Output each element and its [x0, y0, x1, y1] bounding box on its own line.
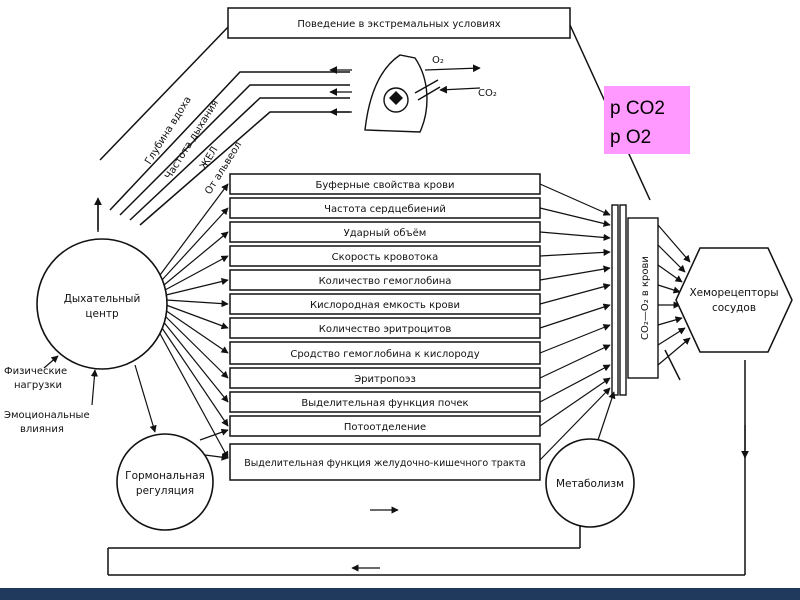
metabolism-label: Метаболизм — [556, 478, 624, 490]
factor-text-4: Скорость кровотока — [332, 252, 439, 263]
blood-gas-column — [611, 204, 659, 396]
factor-box-12 — [229, 443, 541, 481]
factor-text-5: Количество гемоглобина — [319, 276, 452, 287]
bottom-bar — [0, 588, 800, 600]
o2-label: O₂ — [432, 55, 444, 66]
lung-parameter-arrows — [109, 71, 350, 226]
hormonal-line1: Гормональная — [125, 470, 205, 482]
emotional-line2: влияния — [20, 424, 64, 435]
chemoreceptor-line1: Хеморецепторы — [689, 287, 778, 299]
respiratory-center-line2: центр — [85, 308, 119, 320]
factor-text-9: Эритропоэз — [354, 374, 416, 385]
factor-text-6: Кислородная емкость крови — [310, 300, 460, 311]
factor-text-8: Сродство гемоглобина к кислороду — [290, 349, 479, 360]
chemoreceptor-line2: сосудов — [712, 302, 756, 314]
factor-boxes — [229, 173, 541, 481]
box-to-blood-arrows — [539, 183, 611, 461]
pink-note-line1: p CO2 — [610, 98, 665, 119]
co2-label: CO₂ — [478, 88, 497, 99]
factor-text-3: Ударный объём — [344, 228, 427, 239]
physical-load-line2: нагрузки — [14, 380, 62, 391]
feedback-frame — [97, 24, 746, 576]
respiratory-center-line1: Дыхательный — [64, 293, 141, 305]
hormonal-regulation-circle — [116, 433, 214, 531]
factor-text-1: Буферные свойства крови — [315, 180, 454, 191]
title-box-text: Поведение в экстремальных условиях — [297, 19, 500, 30]
title-box — [227, 7, 571, 39]
factor-text-10: Выделительная функция почек — [301, 398, 468, 409]
hormonal-line2: регуляция — [136, 485, 194, 497]
emotional-line1: Эмоциональные — [4, 410, 90, 421]
factor-text-2: Частота сердцебиений — [324, 204, 446, 215]
pink-note — [604, 86, 690, 154]
blood-gas-label: CO₂—O₂ в крови — [640, 256, 651, 340]
chemoreceptor-hexagon — [675, 247, 793, 353]
factor-text-11: Потоотделение — [344, 422, 426, 433]
physical-load-line1: Физические — [4, 366, 67, 377]
lung-arrow-label-2: Частота дыхания — [163, 98, 221, 181]
lung-icon — [364, 54, 441, 133]
factor-text-12: Выделительная функция желудочно-кишечног… — [244, 458, 526, 469]
center-to-box-arrows — [157, 183, 229, 459]
blood-to-chemoreceptor-arrows — [657, 224, 691, 366]
pink-note-line2: p O2 — [610, 127, 651, 148]
metabolism-circle — [545, 438, 635, 528]
factor-text-7: Количество эритроцитов — [319, 324, 452, 335]
respiratory-center-circle — [36, 238, 168, 370]
